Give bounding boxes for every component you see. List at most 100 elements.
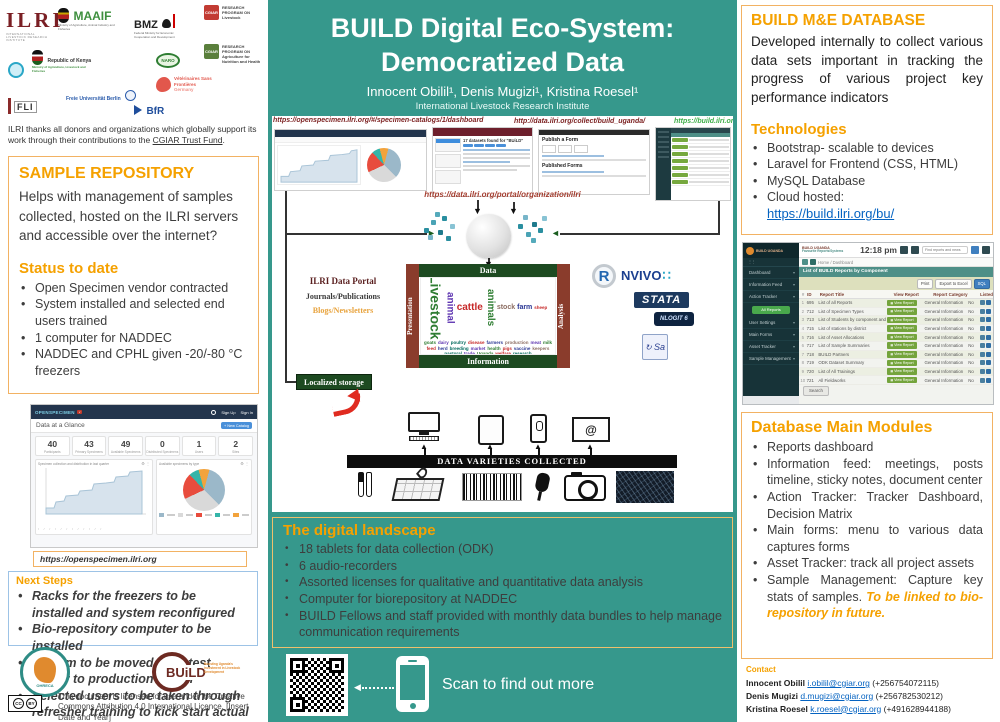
query-icon[interactable] [986,326,991,332]
row-category: General Information [924,300,964,306]
word-cloud-word: animal [444,291,456,324]
sidebar-menu-item[interactable]: Sample Management [743,353,799,365]
cc-license-icon: CC BY [8,695,42,712]
cgiar-trust-fund-link[interactable]: CGIAR Trust Fund [152,135,223,146]
row-id: 717 [806,343,814,349]
word-cloud-word: cattle [456,301,483,313]
row-id: 712 [806,308,814,314]
arrow-up-icon: ▲ [586,442,594,451]
publish-form-title: Publish a Form [542,137,579,143]
print-button[interactable]: Print [916,278,934,289]
col-id: ID [807,291,812,297]
area-chart-title: Specimen collection and distribution in … [38,462,110,466]
sidebar-menu-item[interactable]: User Settings [743,317,799,329]
contact-phone: (+256754072115) [872,678,940,688]
search-go-button[interactable] [971,246,979,254]
arrow-down-icon: ▼ [473,206,482,216]
contact-name: Kristina Roesel [746,703,808,714]
edit-icon[interactable] [980,334,985,340]
status-to-date-heading: Status to date [19,259,119,277]
new-catalog-button[interactable]: + New Catalog [220,422,252,429]
edit-icon[interactable] [980,360,985,366]
row-number: 10 [800,377,806,383]
edit-icon[interactable] [980,308,985,314]
sidebar-menu-item[interactable]: Dashboard [743,267,799,279]
digital-landscape-item: Computer for biorepository at NADDEC [283,591,722,608]
view-report-button[interactable]: View Report [887,299,917,307]
edit-icon[interactable] [980,351,985,357]
query-icon[interactable] [986,351,991,357]
qr-finder-icon [290,697,305,712]
edit-icon[interactable] [980,377,985,383]
globe-icon[interactable] [211,409,217,415]
sql-button[interactable]: SQL [973,278,990,289]
build-cloud-link[interactable]: https://build.ilri.org/bu/ [767,206,895,221]
word-cloud-word: animals [484,289,496,327]
col-listed: Listed [980,291,993,297]
breadcrumb-icon[interactable] [810,259,816,265]
sidebar-menu-item[interactable]: Main Forms [743,329,799,341]
view-report-button[interactable]: View Report [887,368,917,375]
contact-email-link[interactable]: k.roesel@cgiar.org [810,703,882,714]
view-report-button[interactable]: View Report [887,359,917,367]
edit-icon[interactable] [980,369,985,375]
row-number: 1 [801,300,805,306]
row-title: List of Students by component and gender [818,317,887,323]
chart-menu-icon[interactable]: ⚙ ⋮ [141,461,150,466]
topbar-icon[interactable] [900,246,908,254]
contact-phone: (+256782530212) [875,690,943,701]
row-title: List of stations by district [818,326,867,332]
stat-value: 43 [84,439,94,449]
topbar-icon[interactable] [911,246,919,254]
sample-repository-section: SAMPLE REPOSITORY Helps with management … [8,156,259,394]
sign-up-button[interactable]: Sign Up [221,409,236,415]
up-connector [590,448,592,455]
view-report-button[interactable]: View Report [887,342,917,350]
row-listed: No [968,343,974,349]
edit-icon[interactable] [980,343,985,349]
connector-storage [285,381,297,383]
view-report-button[interactable]: View Report [887,316,917,324]
view-report-button[interactable]: View Report [887,333,917,341]
query-icon[interactable] [986,300,991,306]
contact-email-link[interactable]: d.mugizi@cgiar.org [800,690,874,701]
next-steps-list: Racks for the freezers to be installed a… [16,588,250,722]
app-search-input[interactable] [922,246,968,254]
next-steps-item: Racks for the freezers to be installed a… [16,588,250,621]
query-icon[interactable] [986,343,991,349]
word-cloud-word: welfare [495,351,511,355]
stat-card: 49 Available Specimens [108,436,144,456]
query-icon[interactable] [986,369,991,375]
view-report-button[interactable]: View Report [887,325,917,332]
view-report-button[interactable]: View Report [887,351,917,358]
sidebar-menu-item[interactable]: Information Feed [743,279,799,291]
query-icon[interactable] [986,377,991,383]
query-icon[interactable] [986,360,991,366]
view-report-button[interactable]: View Report [887,308,917,315]
donor-text: ILRI thanks all donors and organizations… [8,124,257,146]
edit-icon[interactable] [980,326,985,332]
logo-fub-label: Freie Universität Berlin [66,96,121,102]
topbar-icon[interactable] [982,246,990,254]
chart-menu-icon[interactable]: ⚙ ⋮ [240,461,249,466]
technology-item: Laravel for Frontend (CSS, HTML) [751,156,983,173]
affiliation: International Livestock Research Institu… [415,101,590,112]
row-title: BUILD Partners [818,351,850,357]
edit-icon[interactable] [980,300,985,306]
query-icon[interactable] [986,317,991,323]
sidebar-menu-item[interactable]: Action Tracker [743,291,799,303]
breadcrumb-icon[interactable] [802,259,808,265]
contact-email-link[interactable]: i.obilil@cgiar.org [807,678,870,688]
query-icon[interactable] [986,334,991,340]
all-reports-button[interactable]: All Reports [752,306,790,314]
export-excel-button[interactable]: Export to Excel [935,278,972,289]
logo-naro: NARO [156,50,180,68]
sidebar-menu-item[interactable]: Asset Tracker [743,341,799,353]
edit-icon[interactable] [980,317,985,323]
view-report-button[interactable]: View Report [887,376,917,384]
word-cloud-word: dairy [437,340,449,346]
device-cloud-icons-right [518,224,523,229]
table-search-button[interactable]: Search [803,385,829,396]
query-icon[interactable] [986,308,991,314]
sign-in-button[interactable]: Sign In [240,409,253,415]
